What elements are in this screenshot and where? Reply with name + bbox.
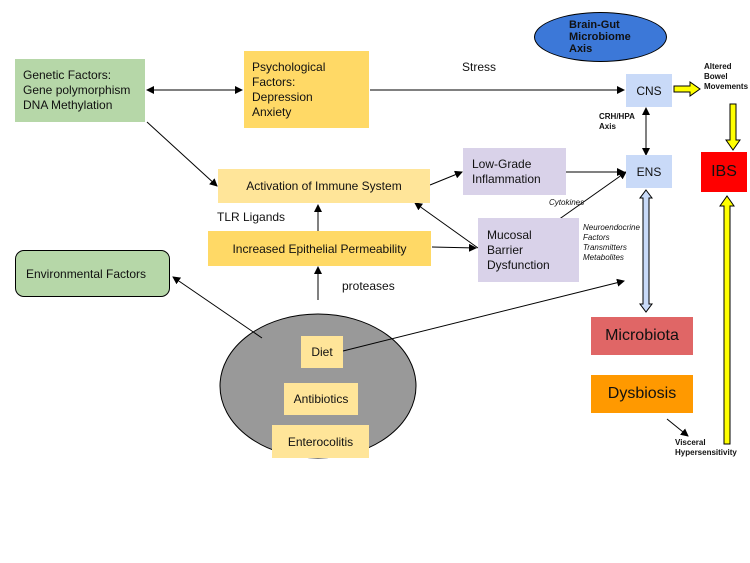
edge-mucosal-ens bbox=[557, 171, 627, 221]
psychological-factors-text: Psychological Factors: Depression Anxiet… bbox=[252, 59, 326, 119]
microbiota-text: Microbiota bbox=[605, 327, 679, 344]
visceral-hypersensitivity-label: Visceral Hypersensitivity bbox=[675, 438, 737, 457]
edge-immune-lowgrade bbox=[429, 170, 463, 186]
antibiotics-text: Antibiotics bbox=[293, 392, 349, 406]
edge-diet-ens bbox=[342, 278, 625, 352]
environmental-factors-text: Environmental Factors bbox=[26, 266, 147, 281]
immune-activation-text: Activation of Immune System bbox=[246, 179, 402, 193]
environmental-factors-node: Environmental Factors bbox=[15, 250, 170, 297]
altered-bowel-label: Altered Bowel Movements bbox=[704, 62, 749, 91]
edge-mucosal-immune bbox=[414, 202, 479, 249]
immune-activation-node: Activation of Immune System bbox=[218, 169, 430, 203]
epithelial-permeability-node: Increased Epithelial Permeability bbox=[208, 231, 431, 266]
cns-altered-bowel-arrow bbox=[673, 81, 701, 97]
ibs-text: IBS bbox=[711, 163, 737, 180]
genetic-factors-node: Genetic Factors: Gene polymorphism DNA M… bbox=[15, 59, 145, 122]
edge-epithelial-mucosal bbox=[431, 243, 477, 252]
enterocolitis-node: Enterocolitis bbox=[272, 425, 369, 458]
ens-node: ENS bbox=[626, 155, 672, 188]
tlr-ligands-label: TLR Ligands bbox=[217, 210, 286, 224]
edge-visceral bbox=[666, 418, 689, 437]
mucosal-barrier-text: Mucosal Barrier Dysfunction bbox=[487, 227, 550, 272]
visceral-ibs-arrow bbox=[719, 195, 735, 445]
neuroendocrine-label: Neuroendocrine Factors Transmitters Meta… bbox=[583, 223, 640, 262]
diet-node: Diet bbox=[301, 336, 343, 368]
enterocolitis-text: Enterocolitis bbox=[287, 434, 354, 449]
edge-genetic-immune bbox=[146, 121, 218, 187]
ibs-node: IBS bbox=[701, 152, 747, 192]
epithelial-permeability-text: Increased Epithelial Permeability bbox=[232, 241, 407, 256]
ens-text: ENS bbox=[636, 164, 662, 179]
dysbiosis-node: Dysbiosis bbox=[591, 375, 693, 413]
dysbiosis-text: Dysbiosis bbox=[607, 385, 677, 402]
bowel-ibs-arrow bbox=[725, 103, 741, 151]
crh-hpa-label: CRH/HPA Axis bbox=[599, 112, 635, 131]
stress-label: Stress bbox=[462, 60, 497, 74]
antibiotics-node: Antibiotics bbox=[284, 383, 358, 415]
cytokines-label: Cytokines bbox=[549, 198, 585, 207]
diet-text: Diet bbox=[311, 345, 333, 359]
ens-microbiota-double-arrow bbox=[639, 189, 653, 313]
low-grade-inflammation-text: Low-Grade Inflammation bbox=[472, 156, 541, 186]
brain-gut-axis-text: Brain-Gut Microbiome Axis bbox=[569, 19, 631, 55]
proteases-label: proteases bbox=[342, 279, 395, 293]
cns-node: CNS bbox=[626, 74, 672, 107]
genetic-factors-text: Genetic Factors: Gene polymorphism DNA M… bbox=[23, 68, 131, 112]
cns-text: CNS bbox=[636, 83, 662, 98]
low-grade-inflammation-node: Low-Grade Inflammation bbox=[463, 148, 566, 195]
psychological-factors-node: Psychological Factors: Depression Anxiet… bbox=[244, 51, 369, 128]
mucosal-barrier-node: Mucosal Barrier Dysfunction bbox=[478, 218, 579, 282]
microbiota-node: Microbiota bbox=[591, 317, 693, 355]
edge-circle-environmental bbox=[172, 276, 263, 339]
brain-gut-axis-node: Brain-Gut Microbiome Axis bbox=[534, 12, 667, 62]
